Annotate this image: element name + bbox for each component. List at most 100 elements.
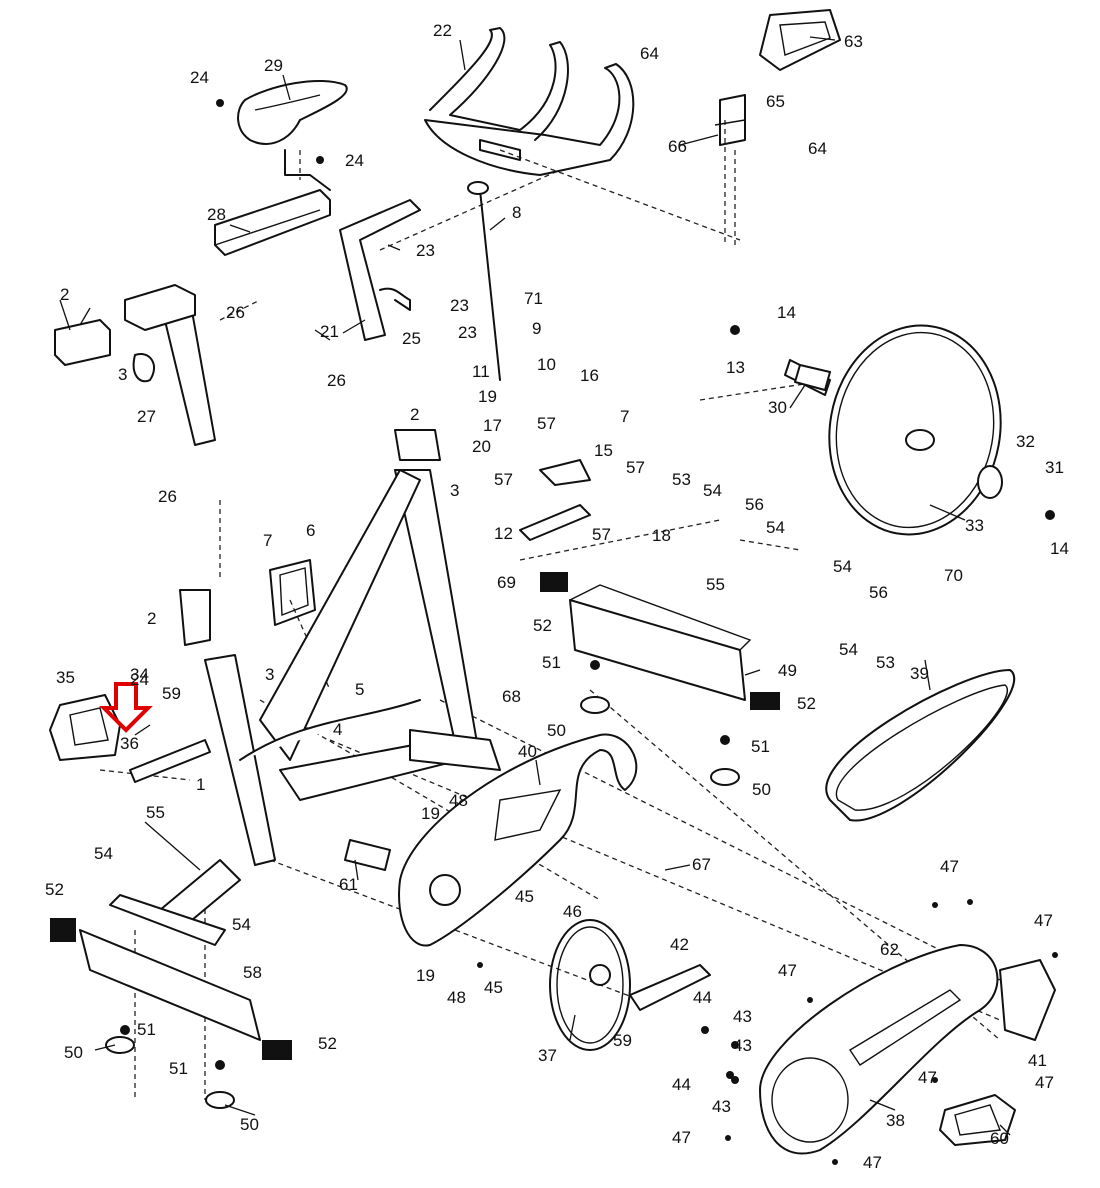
part-number-label: 47 — [1035, 1073, 1054, 1092]
highlight-arrow — [99, 682, 153, 733]
part-number-label: 67 — [692, 855, 711, 874]
rear-stabilizer-part — [79, 894, 261, 1041]
part-number-label: 31 — [1045, 458, 1064, 477]
part-number-label: 57 — [537, 414, 556, 433]
part-number-label: 65 — [766, 92, 785, 111]
part-number-label: 26 — [158, 487, 177, 506]
part-number-label: 16 — [580, 366, 599, 385]
part-number-label: 22 — [433, 21, 452, 40]
part-number-label: 68 — [502, 687, 521, 706]
part-number-label: 10 — [537, 355, 556, 374]
part-number-label: 24 — [190, 68, 209, 87]
part-number-label: 66 — [668, 137, 687, 156]
part-number-label: 15 — [594, 441, 613, 460]
part-number-label: 23 — [416, 241, 435, 260]
part-number-label: 54 — [703, 481, 722, 500]
part-number-label: 26 — [327, 371, 346, 390]
hardware-dots — [120, 99, 1058, 1165]
leader-lines — [59, 36, 1011, 1136]
part-number-label: 3 — [450, 481, 459, 500]
inner-chainguard-part — [398, 733, 638, 947]
part-number-label: 47 — [940, 857, 959, 876]
front-stabilizer-part — [569, 584, 752, 701]
flywheel-part — [784, 324, 1003, 536]
part-number-label: 4 — [333, 720, 342, 739]
part-number-label: 52 — [533, 616, 552, 635]
assembly-guides — [99, 120, 1001, 1100]
bottle-holder-part — [269, 559, 316, 626]
part-number-label: 59 — [162, 684, 181, 703]
part-number-label: 45 — [515, 887, 534, 906]
part-number-label: 51 — [169, 1059, 188, 1078]
part-number-label: 18 — [652, 526, 671, 545]
part-number-label: 25 — [402, 329, 421, 348]
part-number-label: 29 — [264, 56, 283, 75]
part-number-label: 56 — [745, 495, 764, 514]
part-number-label: 51 — [751, 737, 770, 756]
part-number-label: 52 — [318, 1034, 337, 1053]
part-number-label: 7 — [620, 407, 629, 426]
axle-part — [344, 364, 831, 871]
part-number-label: 2 — [410, 405, 419, 424]
part-number-label: 54 — [766, 518, 785, 537]
part-labels: 1222333456778910111213141415161718191919… — [45, 21, 1069, 1172]
part-number-label: 47 — [672, 1128, 691, 1147]
cover-part — [999, 959, 1056, 1041]
part-number-label: 63 — [844, 32, 863, 51]
part-number-label: 54 — [839, 640, 858, 659]
part-number-label: 23 — [458, 323, 477, 342]
part-number-label: 55 — [146, 803, 165, 822]
part-number-label: 9 — [532, 319, 541, 338]
part-number-label: 57 — [592, 525, 611, 544]
part-number-label: 50 — [752, 780, 771, 799]
brake-part — [467, 181, 591, 541]
main-frame-part — [159, 429, 501, 931]
part-number-label: 52 — [797, 694, 816, 713]
part-number-label: 37 — [538, 1046, 557, 1065]
part-number-label: 5 — [355, 680, 364, 699]
part-number-label: 56 — [869, 583, 888, 602]
part-number-label: 2 — [60, 285, 69, 304]
part-number-label: 43 — [712, 1097, 731, 1116]
part-number-label: 60 — [990, 1129, 1009, 1148]
seatpost-part — [54, 284, 216, 446]
part-number-label: 14 — [777, 303, 796, 322]
part-number-label: 51 — [542, 653, 561, 672]
part-number-label: 19 — [416, 966, 435, 985]
part-number-label: 49 — [778, 661, 797, 680]
part-number-label: 52 — [45, 880, 64, 899]
belt-part — [825, 669, 1015, 822]
part-number-label: 32 — [1016, 432, 1035, 451]
handlebar-post-part — [339, 199, 421, 341]
part-number-label: 34 — [130, 665, 149, 684]
part-number-label: 54 — [232, 915, 251, 934]
part-number-label: 69 — [497, 573, 516, 592]
part-number-label: 43 — [733, 1007, 752, 1026]
part-number-label: 43 — [733, 1036, 752, 1055]
part-number-label: 57 — [626, 458, 645, 477]
pedal-part — [49, 694, 1016, 1146]
part-number-label: 20 — [472, 437, 491, 456]
part-number-label: 48 — [447, 988, 466, 1007]
pulley-part — [549, 919, 631, 1051]
seat-part — [237, 79, 348, 191]
part-number-label: 42 — [670, 935, 689, 954]
part-number-label: 23 — [450, 296, 469, 315]
seat-slider-part — [214, 189, 331, 256]
part-number-label: 17 — [483, 416, 502, 435]
part-number-label: 6 — [306, 521, 315, 540]
part-number-label: 30 — [768, 398, 787, 417]
part-number-label: 50 — [240, 1115, 259, 1134]
part-number-label: 8 — [512, 203, 521, 222]
part-number-label: 62 — [880, 940, 899, 959]
part-number-label: 19 — [478, 387, 497, 406]
part-number-label: 53 — [672, 470, 691, 489]
part-number-label: 11 — [472, 362, 490, 381]
part-number-label: 24 — [345, 151, 364, 170]
part-number-label: 12 — [494, 524, 513, 543]
part-number-label: 38 — [886, 1111, 905, 1130]
part-number-label: 70 — [944, 566, 963, 585]
part-number-label: 54 — [833, 557, 852, 576]
part-number-label: 36 — [120, 734, 139, 753]
